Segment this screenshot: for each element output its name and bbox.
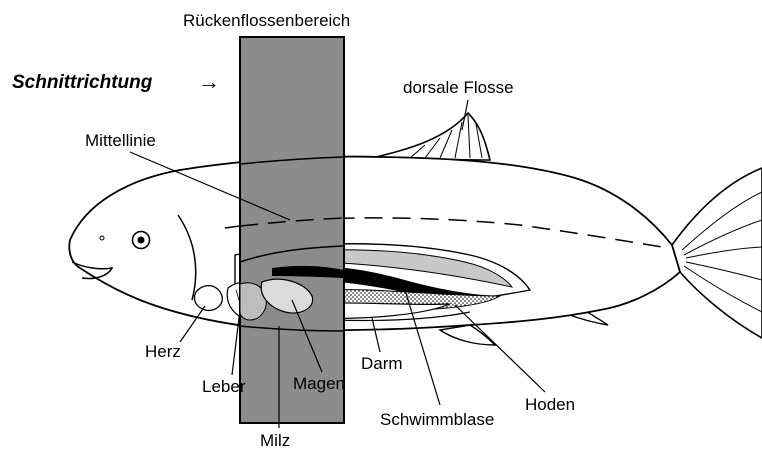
cut-region: [240, 37, 344, 423]
label-spleen: Milz: [260, 431, 290, 450]
label-direction: Schnittrichtung: [12, 72, 153, 93]
direction-arrow: →: [198, 69, 220, 94]
dorsal-fin: [372, 113, 490, 160]
eye-pupil: [138, 237, 145, 244]
tail-fin: [672, 168, 762, 338]
label-swim-bladder: Schwimmblase: [380, 410, 494, 429]
label-heart: Herz: [145, 342, 181, 361]
label-liver: Leber: [202, 377, 246, 396]
heart: [194, 286, 222, 311]
label-dorsal-fin: dorsale Flosse: [403, 78, 514, 97]
label-testes: Hoden: [525, 395, 575, 414]
label-midline: Mittellinie: [85, 131, 156, 150]
label-region: Rückenflossenbereich: [183, 11, 350, 30]
label-stomach: Magen: [293, 374, 345, 393]
label-intestine: Darm: [361, 354, 403, 373]
